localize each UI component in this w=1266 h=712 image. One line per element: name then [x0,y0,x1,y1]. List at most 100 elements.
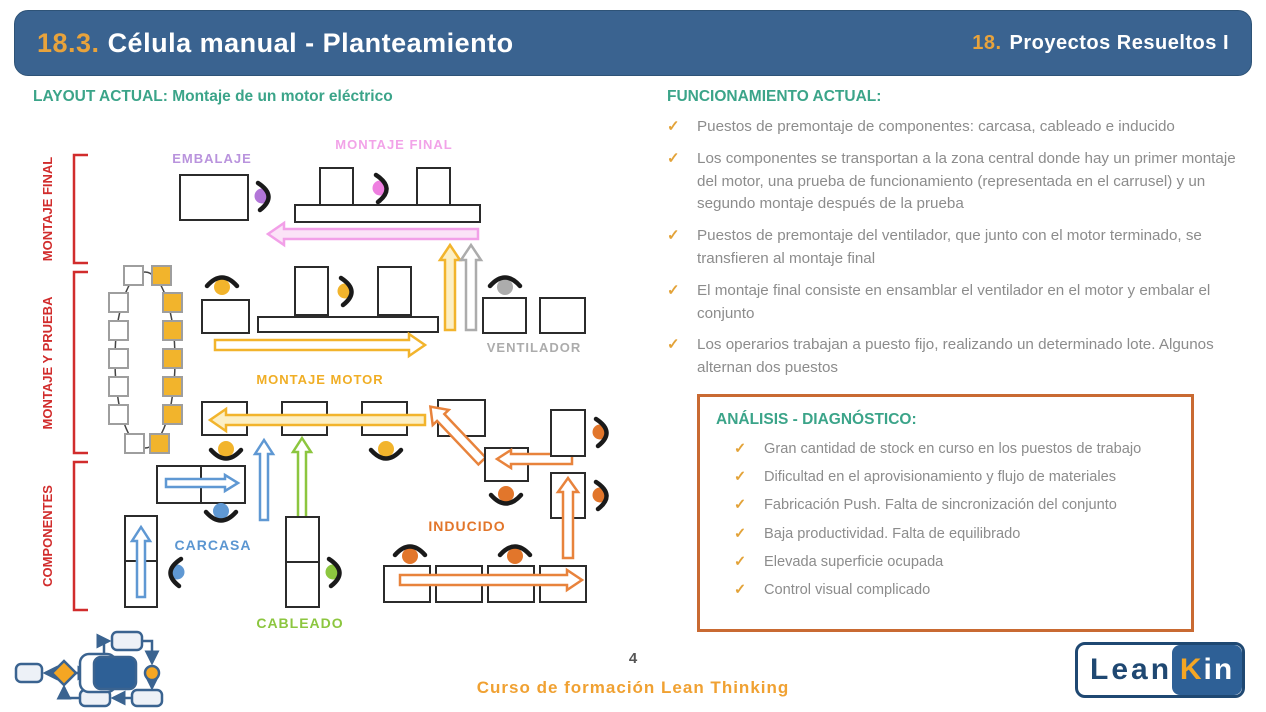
analisis-title: ANÁLISIS - DIAGNÓSTICO: [716,411,917,428]
section-number: 18. [972,31,1002,54]
bench-montaje-final [294,204,481,223]
label-inducido: INDUCIDO [428,518,505,534]
flow-arrow-yellow-left [207,406,427,434]
list-item: ✓ Elevada superficie ocupada [734,553,1175,573]
zone-brackets [72,153,88,612]
operator-embalaje-icon [255,183,270,210]
operator-montaje-motor-icon [338,278,353,305]
carousel-pallets-full [149,265,183,454]
station-inducido-r1 [550,409,586,457]
list-item: ✓Gran cantidad de stock en curso en los … [734,440,1175,460]
flow-node [130,688,164,708]
analisis-list: ✓ Gran cantidad de stock en curso en los … [734,440,1175,601]
operator-inducido-b1-icon [395,547,425,565]
process-logo [14,630,164,708]
layout-actual-title: LAYOUT ACTUAL: Montaje de un motor eléct… [33,88,393,105]
zone-label-montaje-prueba: MONTAJE Y PRUEBA [40,296,55,430]
list-item: ✓ Baja productividad. Falta de equilibrad… [734,525,1175,545]
label-embalaje: EMBALAJE [172,151,252,166]
section-title-text: Proyectos Resueltos I [1009,31,1229,54]
list-item: ✓ Los operarios trabajan a puesto fijo, r… [667,334,1245,380]
list-item-text: El montaje final consiste en ensamblar e… [697,281,1211,322]
operator-center-2-icon [371,441,401,459]
leankin-logo-in: in [1203,653,1235,686]
analisis-box: ANÁLISIS - DIAGNÓSTICO: ✓ Gran cantidad d… [697,394,1194,632]
leankin-logo-lean: Lean [1090,653,1173,686]
list-item-text: Los componentes se transportan a la zona… [697,149,1236,213]
check-icon: ✓ [667,336,680,354]
section-title: 18. Proyectos Resueltos I [972,32,1229,55]
label-montaje-final: MONTAJE FINAL [335,137,452,152]
label-carcasa: CARCASA [175,537,252,553]
check-icon: ✓ [734,525,747,542]
list-item-text: Control visual complicado [764,581,931,598]
check-icon: ✓ [734,553,747,570]
flow-node [110,630,144,652]
list-item-text: Elevada superficie ocupada [764,553,944,570]
slide-title: 18.3.Célula manual - Planteamiento [37,28,514,59]
page-number: 4 [628,650,638,667]
flow-arrow-blue-up [252,437,276,522]
station-ventilador-1 [482,297,527,334]
list-item-text: Los operarios trabajan a puesto fijo, re… [697,336,1214,377]
list-item: ✓Puestos de premontaje de componentes: c… [667,116,1245,139]
funcionamiento-title: FUNCIONAMIENTO ACTUAL: [667,88,882,105]
operator-center-1-icon [211,441,241,459]
list-item: ✓Puestos de premontaje del ventilador, q… [667,225,1245,271]
check-icon: ✓ [734,497,747,514]
list-item-text: Fabricación Push. Falta de sincronizació… [764,497,1117,514]
list-item-text: Gran cantidad de stock en curso en los p… [764,441,1142,457]
list-item: ✓ El montaje final consiste en ensamblar … [667,280,1245,326]
station-ventilador-2 [539,297,586,334]
slide-number: 18.3. [37,27,100,58]
flow-arrow-orange-up [555,475,581,560]
bench-montaje-motor [257,316,439,333]
header-bar: 18.3.Célula manual - Planteamiento 18. Pr… [14,10,1252,76]
flow-arrow-yellow-right [213,331,428,359]
flow-arrow-orange-right [398,567,585,593]
operator-ventilador-icon [490,278,520,296]
flow-arrow-gray-up [458,242,484,332]
check-icon: ✓ [734,469,747,486]
operator-cableado-icon [326,559,341,586]
carousel-pallets-empty [108,265,145,454]
flow-event-icon [143,664,161,682]
list-item: ✓ Los componentes se transportan a la zon… [667,148,1245,216]
flow-arrow-pink [265,220,480,248]
layout-diagram: MONTAJE FINAL MONTAJE Y PRUEBA COMPONENT… [40,137,660,631]
station-embalaje [179,174,249,221]
label-ventilador: VENTILADOR [487,340,582,355]
flow-arrow-blue-right [164,472,241,494]
flow-gateway-icon [50,659,78,687]
flow-node-filled [92,655,138,691]
station-mm-1 [294,266,329,316]
station-test [201,299,250,334]
flow-node [14,662,44,684]
label-montaje-motor: MONTAJE MOTOR [256,372,383,387]
slide-title-text: Célula manual - Planteamiento [107,27,514,58]
list-item: ✓ Control visual complicado [734,581,1175,601]
operator-test-icon [207,278,237,296]
operator-inducido-mid-icon [491,486,521,504]
check-icon: ✓ [667,149,680,167]
check-icon: ✓ [734,581,747,598]
flow-arrow-orange-diagonal [428,405,488,467]
flow-arrow-blue-up-2 [129,524,153,599]
list-item-text: Puestos de premontaje del ventilador, qu… [697,227,1202,267]
operator-inducido-r2-icon [593,482,608,509]
check-icon: ✓ [667,281,680,299]
course-name: Curso de formación Lean Thinking [476,678,790,697]
leankin-logo-k: K [1179,653,1204,686]
zone-label-montaje-final: MONTAJE FINAL [40,157,55,262]
list-item-text: Baja productividad. Falta de equilibrado [764,525,1021,542]
list-item: ✓ Fabricación Push. Falta de sincronizaci… [734,496,1175,516]
list-item-text: Puestos de premontaje de componentes: ca… [697,118,1175,135]
funcionamiento-list: ✓ Puestos de premontaje de componentes: c… [667,116,1245,380]
station-mm-2 [377,266,412,316]
funcionamiento-section: FUNCIONAMIENTO ACTUAL: ✓Puestos de premo… [667,88,1245,389]
zone-label-componentes: COMPONENTES [40,485,55,587]
operator-inducido-r1-icon [593,419,608,446]
